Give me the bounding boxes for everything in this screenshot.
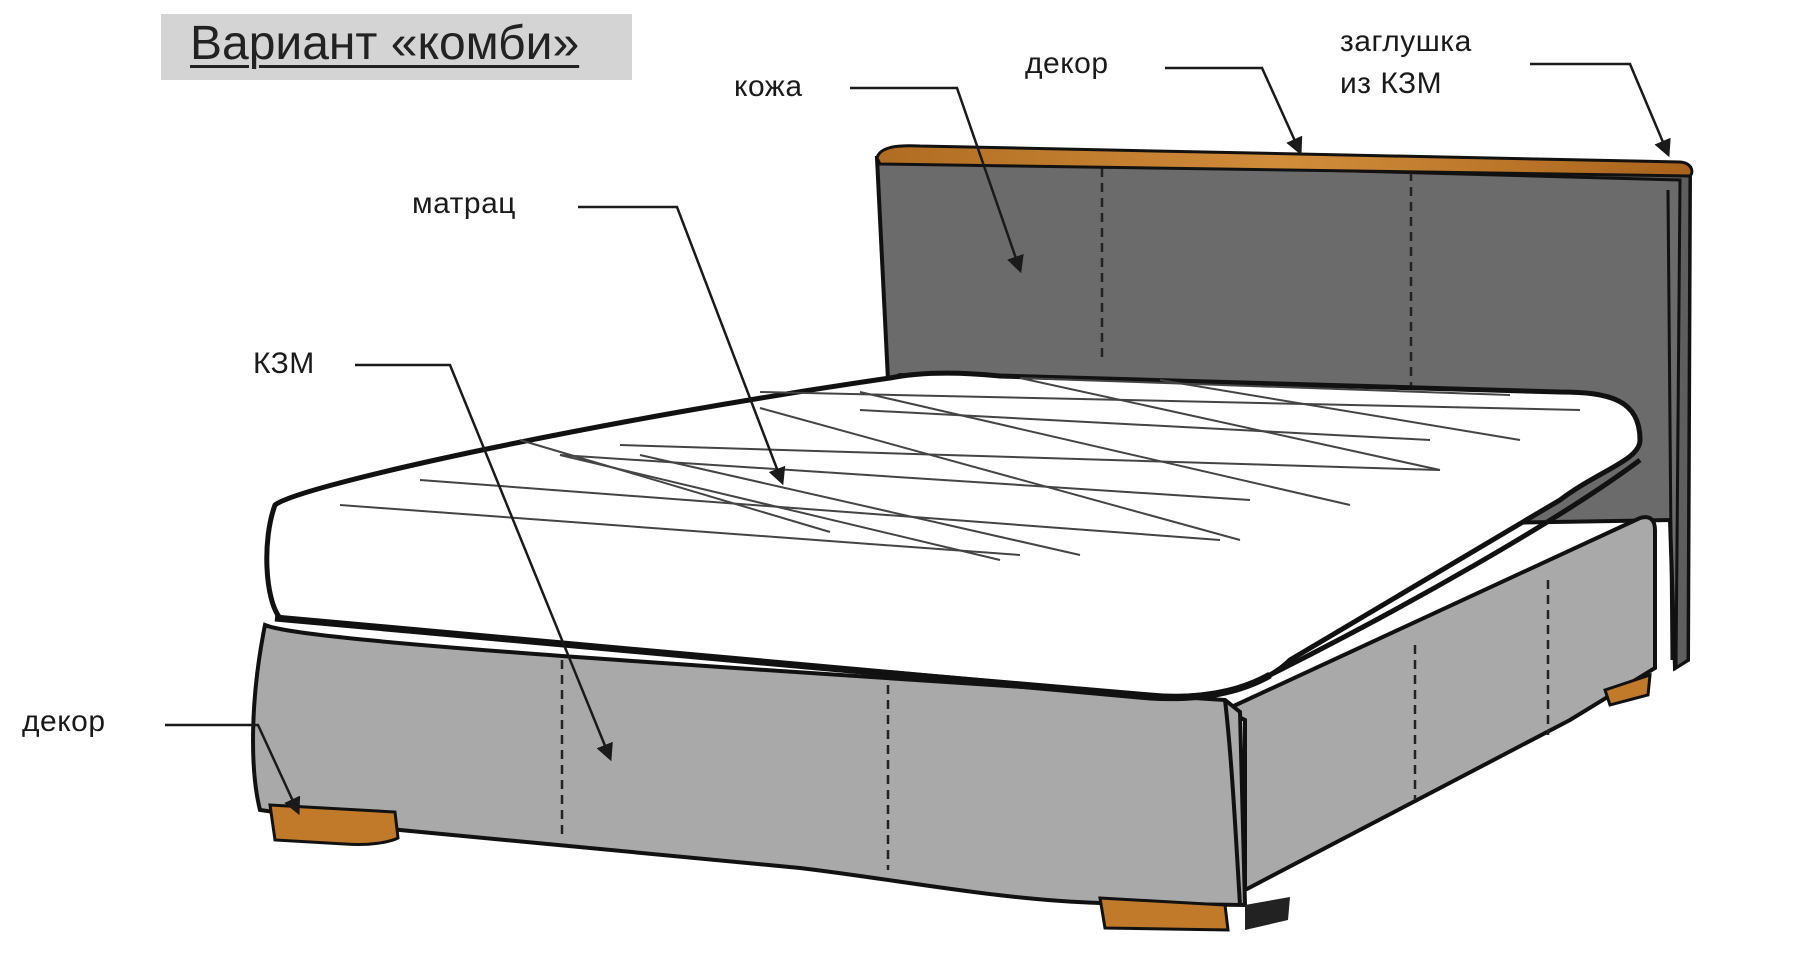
leader-decor-bottom [165, 723, 301, 816]
headboard-wood-decor [875, 144, 1694, 178]
diagram-title: Вариант «комби» [190, 17, 580, 70]
leader-decor-top [1165, 66, 1303, 156]
leader-plug [1530, 62, 1671, 158]
leader-mattress [578, 205, 786, 486]
legs [268, 672, 1652, 932]
label-mattress: матрац [412, 187, 516, 220]
label-leather: кожа [734, 70, 803, 103]
label-plug-line2: из КЗМ [1340, 67, 1443, 100]
leader-leather [850, 86, 1024, 274]
label-kzm: КЗМ [253, 347, 315, 380]
leader-lines [165, 62, 1671, 816]
label-plug-line1: заглушка [1340, 25, 1472, 58]
base-right-side [1220, 515, 1657, 894]
leader-kzm [355, 363, 613, 762]
title-background [161, 14, 632, 80]
label-decor-top: декор [1025, 47, 1109, 80]
label-decor-bottom: декор [22, 705, 106, 738]
mattress [264, 370, 1643, 702]
